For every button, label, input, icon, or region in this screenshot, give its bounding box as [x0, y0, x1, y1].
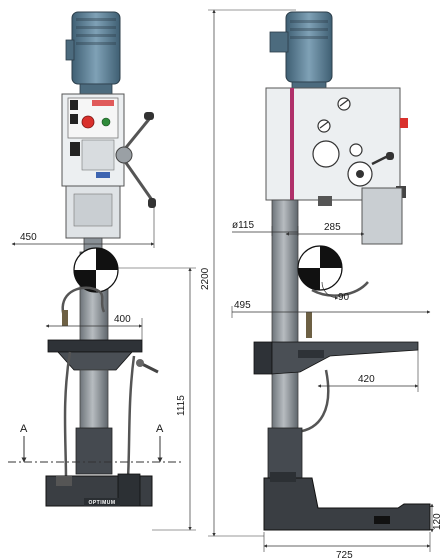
side-drill-head	[265, 87, 408, 201]
svg-text:285: 285	[324, 222, 341, 233]
front-swivel-symbol	[73, 247, 119, 293]
svg-text:90: 90	[338, 292, 350, 303]
svg-text:450: 450	[20, 232, 37, 243]
front-column-sleeve	[75, 427, 113, 475]
side-base	[263, 472, 431, 531]
front-base: OPTIMUM	[45, 473, 153, 507]
side-work-table	[253, 341, 419, 375]
svg-text:1115: 1115	[176, 395, 187, 416]
dim-base-length: 725	[263, 532, 431, 560]
front-motor	[65, 11, 121, 95]
front-spindle-housing	[65, 185, 121, 253]
side-spindle-guard	[361, 187, 403, 245]
section-label-left: A	[20, 423, 28, 435]
dim-head-depth: 285	[285, 222, 365, 236]
emergency-stop-icon	[81, 115, 95, 129]
svg-text:495: 495	[234, 300, 251, 311]
front-hose-right	[126, 355, 136, 479]
section-label-right: A	[156, 423, 164, 435]
brand-label: OPTIMUM	[88, 500, 115, 506]
dim-table-length: 420	[317, 350, 419, 392]
svg-text:120: 120	[432, 513, 441, 530]
front-lower-column	[79, 369, 109, 431]
svg-text:400: 400	[114, 314, 131, 325]
front-hose-left	[63, 351, 72, 481]
dim-table-reach: 400	[45, 314, 143, 340]
dim-head-projection: 450	[11, 200, 155, 248]
side-column-sleeve	[267, 427, 303, 479]
side-swivel-symbol	[297, 245, 343, 291]
dim-base-height: 120	[430, 503, 441, 533]
dim-spindle-distance: 495	[231, 300, 431, 318]
side-view: ø115 285 495 90 420 120	[231, 11, 441, 560]
front-work-table	[47, 339, 159, 374]
dim-swing-angle: 90	[321, 281, 350, 303]
side-motor	[269, 11, 333, 91]
dim-total-height: 2200	[200, 9, 296, 537]
start-button-icon	[101, 117, 111, 127]
svg-text:725: 725	[336, 550, 353, 560]
svg-text:420: 420	[358, 374, 375, 385]
side-coolant-hose	[311, 281, 369, 297]
front-view: OPTIMUM A A 450 400 1115	[8, 11, 196, 531]
svg-text:ø115: ø115	[232, 220, 254, 231]
front-coolant-hose	[61, 286, 106, 323]
dim-table-height: 1115	[118, 267, 196, 531]
section-line-a-a: A A	[8, 423, 182, 463]
side-column	[271, 199, 299, 431]
svg-text:2200: 2200	[200, 267, 211, 290]
front-drill-head	[61, 93, 156, 208]
